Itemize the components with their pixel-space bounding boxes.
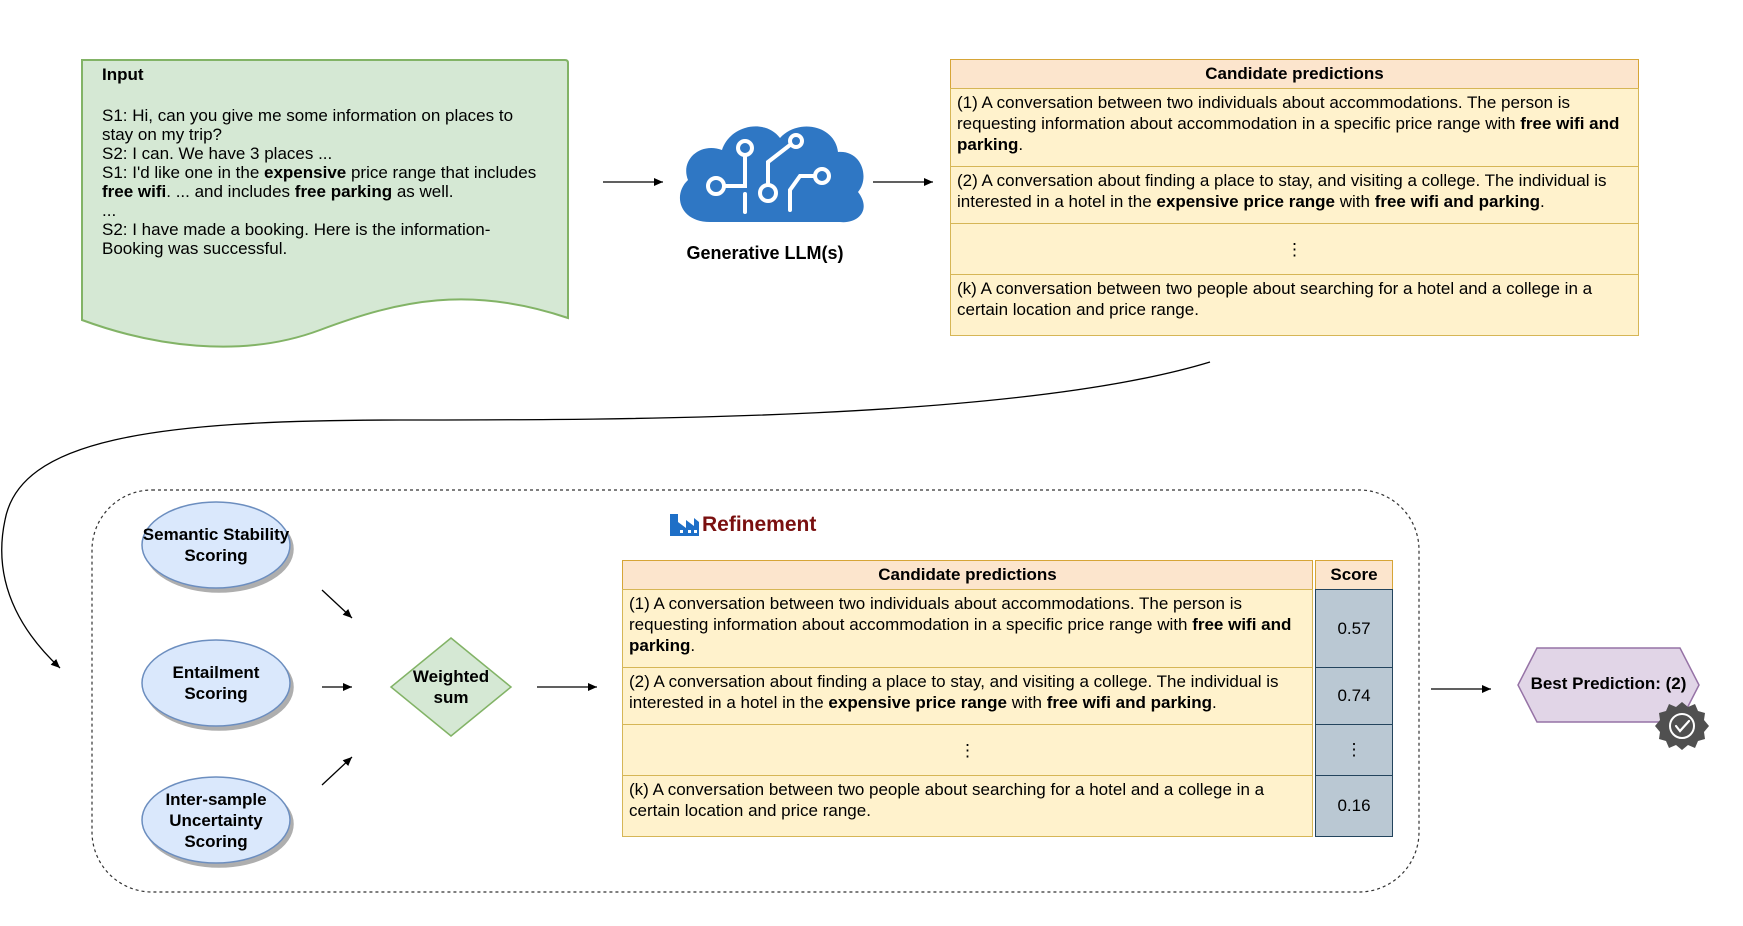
arrow-uncertainty [321, 756, 353, 786]
check-badge-icon [1655, 702, 1709, 750]
text-segment: ... [102, 201, 117, 220]
factory-icon [670, 514, 699, 536]
input-document-shape [81, 59, 569, 348]
text-segment: . ... and includes [166, 182, 295, 201]
text-segment: (2) A conversation about finding a place… [957, 171, 1607, 211]
score-cell: 0.16 [1315, 775, 1393, 837]
text-segment: ⋮ [1286, 239, 1303, 259]
input-title: Input [102, 65, 144, 84]
bold-text: free wifi and parking [957, 114, 1620, 154]
text-segment: . [690, 636, 696, 655]
text-segment: (k) A conversation between two people ab… [957, 279, 1593, 319]
text-segment: S2: I have made a booking. Here is the i… [102, 220, 491, 239]
refined-row: (2) A conversation about finding a place… [622, 667, 1313, 725]
text-segment: . [1018, 135, 1024, 154]
bold-text: free wifi and parking [1374, 192, 1541, 211]
ellipse-semantic [141, 501, 291, 589]
dialogue-line: stay on my trip? [102, 125, 572, 144]
text-segment: with [1335, 192, 1375, 211]
text-segment: Booking was successful. [102, 239, 288, 258]
bold-text: free wifi [102, 182, 167, 201]
score-header: Score [1315, 560, 1393, 590]
refined-row: (1) A conversation between two individua… [622, 589, 1313, 668]
best-prediction-label: Best Prediction: (2) [1530, 674, 1687, 693]
score-cell: 0.57 [1315, 589, 1393, 668]
ellipse-uncertainty [141, 776, 291, 864]
candidates-header-refined: Candidate predictions [622, 560, 1313, 590]
dialogue-line: Booking was successful. [102, 239, 572, 258]
candidate-row-ellipsis: ⋮ [950, 223, 1639, 275]
candidate-row: (1) A conversation between two individua… [950, 88, 1639, 167]
candidate-row: (2) A conversation about finding a place… [950, 166, 1639, 224]
text-segment: . [1212, 693, 1217, 712]
bold-text: free wifi and parking [1046, 693, 1213, 712]
weighted-sum-diamond [389, 637, 513, 737]
bold-text: expensive price range [828, 693, 1008, 712]
weighted-sum-label: Weighted sum [412, 667, 490, 707]
dialogue-line: free wifi. ... and includes free parking… [102, 182, 572, 201]
input-dialogue: S1: Hi, can you give me some information… [102, 106, 572, 258]
ellipse-entailment [141, 639, 291, 727]
score-cell-ellipsis: ⋮ [1315, 724, 1393, 776]
dialogue-line: S1: Hi, can you give me some information… [102, 106, 572, 125]
text-segment: stay on my trip? [102, 125, 222, 144]
refined-row: (k) A conversation between two people ab… [622, 775, 1313, 837]
text-segment: . [1540, 192, 1545, 211]
refined-row-ellipsis: ⋮ [622, 724, 1313, 776]
text-segment: (1) A conversation between two individua… [957, 93, 1570, 133]
llm-label: Generative LLM(s) [686, 243, 844, 263]
text-segment: (2) A conversation about finding a place… [629, 672, 1279, 712]
text-segment: S1: Hi, can you give me some information… [102, 106, 514, 125]
text-segment: price range that includes [346, 163, 537, 182]
semantic-stability-label: Semantic Stability Scoring [142, 525, 290, 565]
bold-text: free parking [294, 182, 393, 201]
score-cell: 0.74 [1315, 667, 1393, 725]
dialogue-line: S2: I have made a booking. Here is the i… [102, 220, 572, 239]
entailment-label: Entailment Scoring [172, 663, 260, 703]
text-segment: with [1007, 693, 1047, 712]
dialogue-line: S1: I'd like one in the expensive price … [102, 163, 572, 182]
curve-to-refinement [1, 361, 1211, 669]
refinement-container [91, 489, 1420, 893]
dialogue-line: ... [102, 201, 572, 220]
candidates-table-refined: Candidate predictions Score (1) A conver… [622, 560, 1393, 837]
llm-cloud-icon [679, 126, 864, 223]
candidates-header-top: Candidate predictions [950, 59, 1639, 89]
text-segment: S1: I'd like one in the [102, 163, 265, 182]
arrow-semantic [321, 589, 353, 619]
candidate-row: (k) A conversation between two people ab… [950, 274, 1639, 336]
bold-text: expensive price range [1156, 192, 1336, 211]
text-segment: (1) A conversation between two individua… [629, 594, 1242, 634]
text-segment: S2: I can. We have 3 places ... [102, 144, 333, 163]
dialogue-line: S2: I can. We have 3 places ... [102, 144, 572, 163]
refinement-title: Refinement [702, 513, 817, 536]
candidates-table-top: Candidate predictions (1) A conversation… [950, 59, 1639, 336]
input-text-block: Input S1: Hi, can you give me some infor… [102, 65, 572, 258]
text-segment: ⋮ [959, 740, 976, 760]
bold-text: free wifi and parking [629, 615, 1292, 655]
bold-text: expensive [264, 163, 347, 182]
text-segment: as well. [392, 182, 454, 201]
uncertainty-label: Inter-sample Uncertainty Scoring [165, 789, 267, 851]
text-segment: (k) A conversation between two people ab… [629, 780, 1265, 820]
